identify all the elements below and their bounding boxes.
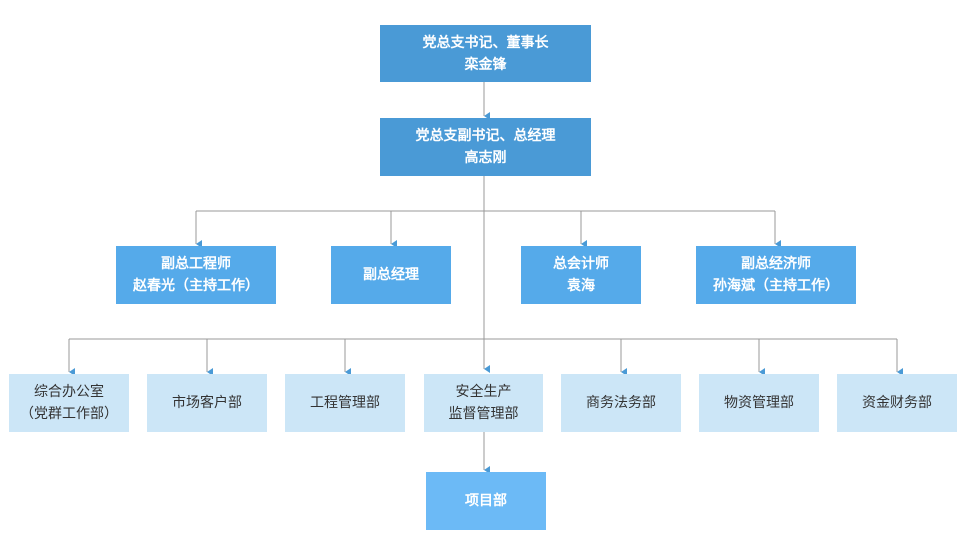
dept-line1: 安全生产 bbox=[455, 384, 512, 400]
dept-box-general-office: 综合办公室 （党群工作部） bbox=[9, 374, 129, 432]
deputy-title: 副总经理 bbox=[363, 267, 419, 283]
secretary-title: 党总支书记、董事长 bbox=[422, 34, 549, 51]
deputy-secretary-name: 高志刚 bbox=[464, 150, 507, 166]
deputy-secretary-title: 党总支副书记、总经理 bbox=[415, 128, 556, 144]
deputy-title: 总会计师 bbox=[553, 256, 609, 272]
deputy-title: 副总经济师 bbox=[741, 256, 811, 272]
dept-line1: 工程管理部 bbox=[310, 395, 380, 411]
dept-line1: 物资管理部 bbox=[724, 395, 794, 411]
deputy-box-deputy-gm: 副总经理 bbox=[331, 246, 451, 304]
dept-box-market: 市场客户部 bbox=[147, 374, 267, 432]
dept-line2: 监督管理部 bbox=[448, 406, 519, 422]
dept-box-commercial-legal: 商务法务部 bbox=[561, 374, 681, 432]
deputy-name: 孙海斌（主持工作） bbox=[713, 278, 839, 294]
dept-line1: 市场客户部 bbox=[172, 395, 242, 411]
dept-box-engineering: 工程管理部 bbox=[285, 374, 405, 432]
deputy-name: 赵春光（主持工作） bbox=[133, 278, 259, 294]
dept-box-safety: 安全生产 监督管理部 bbox=[424, 374, 543, 432]
deputy-name: 袁海 bbox=[567, 278, 595, 294]
deputy-secretary-box: 党总支副书记、总经理 高志刚 bbox=[380, 118, 591, 176]
dept-line1: 综合办公室 bbox=[34, 384, 104, 400]
dept-line1: 资金财务部 bbox=[862, 395, 932, 411]
deputy-box-chief-engineer: 副总工程师 赵春光（主持工作） bbox=[116, 246, 276, 304]
dept-line2: （党群工作部） bbox=[20, 406, 118, 422]
deputy-title: 副总工程师 bbox=[161, 256, 231, 272]
secretary-name: 栾金锋 bbox=[464, 56, 507, 73]
dept-box-materials: 物资管理部 bbox=[699, 374, 819, 432]
deputy-box-chief-economist: 副总经济师 孙海斌（主持工作） bbox=[696, 246, 856, 304]
project-box: 项目部 bbox=[426, 472, 546, 530]
dept-line1: 商务法务部 bbox=[586, 395, 656, 411]
project-title: 项目部 bbox=[465, 493, 507, 509]
secretary-box: 党总支书记、董事长 栾金锋 bbox=[380, 25, 591, 82]
dept-box-finance: 资金财务部 bbox=[837, 374, 957, 432]
deputy-box-chief-accountant: 总会计师 袁海 bbox=[521, 246, 641, 304]
